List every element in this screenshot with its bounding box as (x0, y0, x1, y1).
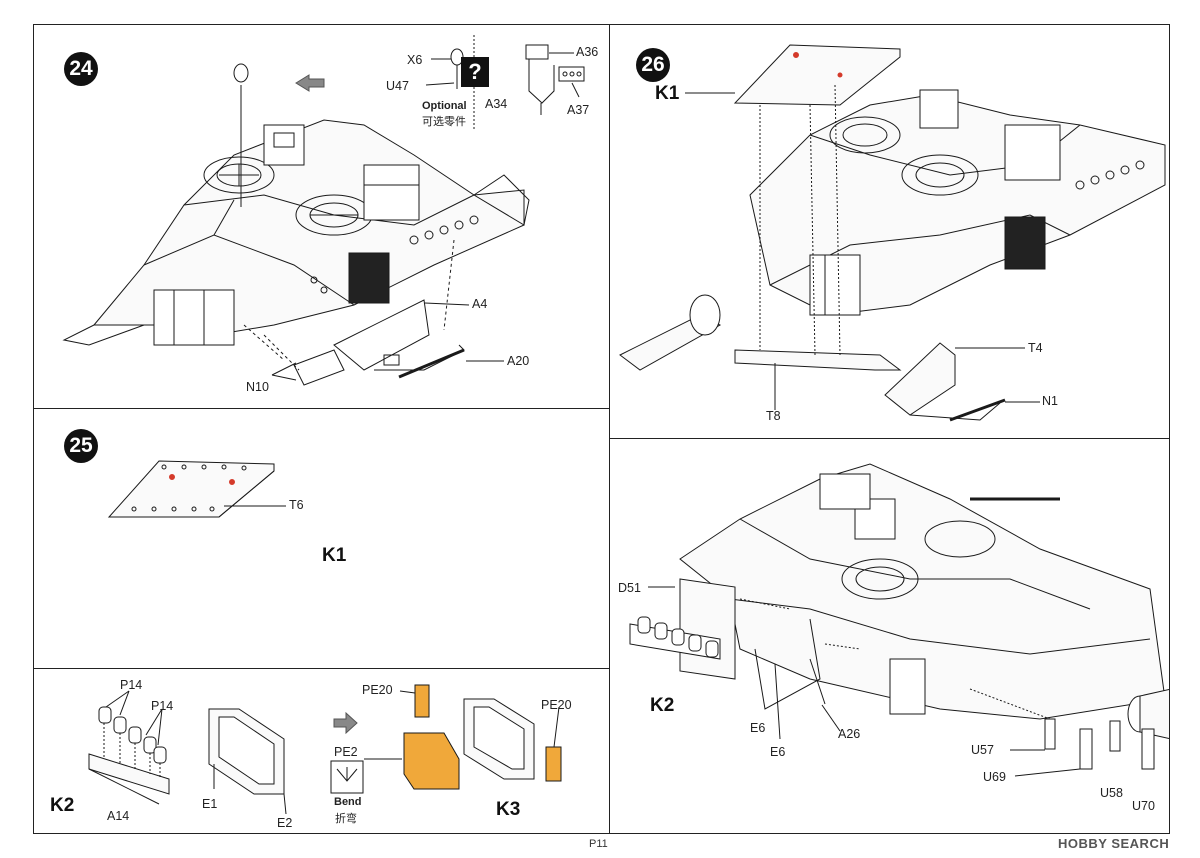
k2-detail-drawing (629, 463, 1169, 777)
k2-detail-panel: D51 K2 E6 E6 A26 U57 U69 U58 U70 (609, 438, 1170, 834)
part-label-t4: T4 (1028, 341, 1043, 355)
step-25-panel: 25 T6 K1 (33, 408, 611, 670)
part-label-a37: A37 (567, 103, 590, 117)
step-24-turret-drawing (62, 35, 585, 386)
k2-k3-drawing (88, 684, 562, 815)
part-label-p14-b: P14 (151, 699, 174, 713)
optional-label: Optional (422, 100, 467, 112)
sub-assembly-k1-label: K1 (655, 83, 680, 104)
sub-assembly-k2-detail-label: K2 (650, 695, 675, 716)
part-label-pe2: PE2 (334, 745, 358, 759)
part-label-pe20-b: PE20 (541, 698, 572, 712)
step-24-badge: 24 (64, 52, 98, 86)
page-number: P11 (589, 838, 608, 850)
part-label-e2: E2 (277, 816, 293, 830)
watermark: HOBBY SEARCH (1058, 836, 1170, 851)
part-label-a36: A36 (576, 45, 599, 59)
part-label-a20: A20 (507, 354, 530, 368)
bend-label: Bend (334, 796, 362, 808)
part-label-pe20-a: PE20 (362, 683, 393, 697)
step-26-panel: 26 K1 T4 T8 N1 (609, 24, 1170, 440)
step-26-badge: 26 (636, 48, 670, 82)
step-25-plate-drawing (107, 460, 286, 518)
sub-assembly-k2-label: K2 (50, 795, 75, 816)
step-24-panel: 24 X6 U47 Optional 可选零件 ? A36 A34 A37 A4… (33, 24, 611, 410)
optional-label-zh: 可选零件 (422, 116, 466, 128)
part-label-t8: T8 (766, 409, 781, 423)
k2-k3-panel: P14 P14 K2 A14 E1 E2 PE20 PE20 PE2 Bend … (33, 668, 611, 834)
part-label-u57: U57 (971, 743, 994, 757)
part-label-e6-a: E6 (750, 721, 766, 735)
bend-label-zh: 折弯 (335, 813, 357, 825)
part-label-t6: T6 (289, 498, 304, 512)
part-label-u70: U70 (1132, 799, 1155, 813)
part-label-p14-a: P14 (120, 678, 143, 692)
sub-assembly-k1: K1 (322, 545, 347, 566)
part-label-a14: A14 (107, 809, 130, 823)
part-label-u58: U58 (1100, 786, 1123, 800)
part-label-u69: U69 (983, 770, 1006, 784)
part-label-n10: N10 (246, 380, 269, 394)
part-label-n1: N1 (1042, 394, 1058, 408)
part-label-a4: A4 (472, 297, 488, 311)
part-label-d51: D51 (618, 581, 641, 595)
optional-question-icon: ? (461, 57, 489, 87)
step-26-turret-drawing (619, 44, 1166, 422)
part-label-u47: U47 (386, 79, 409, 93)
part-label-a34: A34 (485, 97, 508, 111)
sub-assembly-k3-label: K3 (496, 799, 521, 820)
part-label-e1: E1 (202, 797, 218, 811)
step-25-badge: 25 (64, 429, 98, 463)
part-label-e6-b: E6 (770, 745, 786, 759)
part-label-a26: A26 (838, 727, 861, 741)
part-label-x6: X6 (407, 53, 423, 67)
